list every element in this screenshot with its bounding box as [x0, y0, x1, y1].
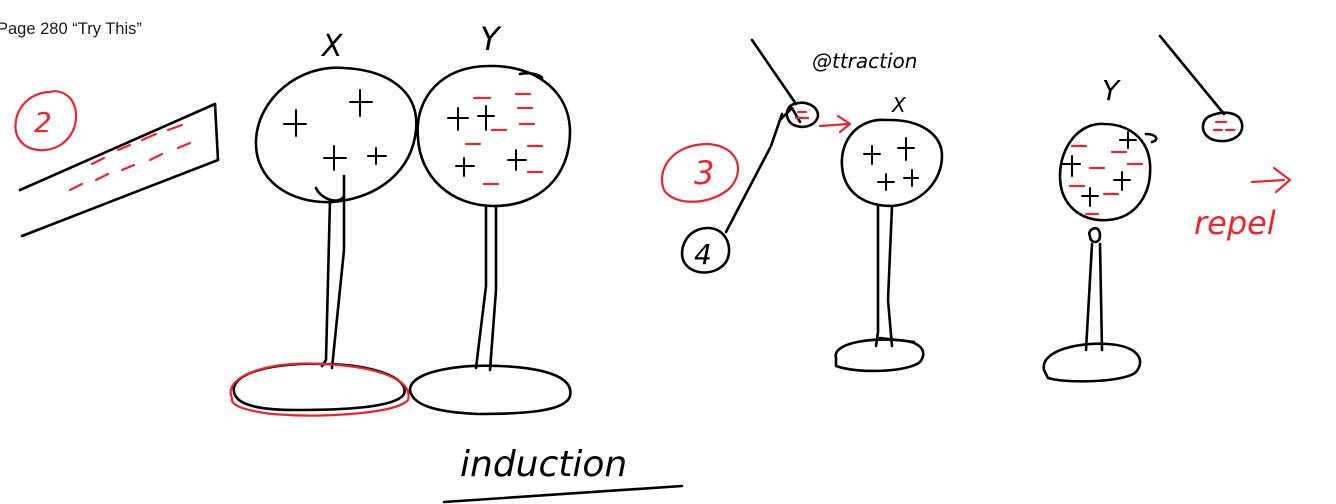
pith-ball-attract: @ttraction: [750, 38, 917, 134]
step-three-label: 3: [694, 154, 714, 192]
charged-rod: [18, 102, 220, 238]
sphere-y-middle-negative-charges: [464, 92, 544, 186]
sphere-y-right: Y: [1042, 74, 1158, 383]
sphere-x-right: X: [834, 93, 944, 373]
step-two-label: 2: [34, 106, 52, 139]
sphere-y-middle: Y: [408, 20, 572, 416]
sphere-x-right-positive-charges: [863, 137, 919, 191]
stand-x-right: [834, 204, 925, 373]
sphere-y-middle-positive-charges: [447, 105, 527, 177]
rod-negative-charges: [68, 123, 192, 192]
step-two-marker: 2: [14, 90, 78, 152]
pith-ball-repel: repel: [1158, 34, 1292, 242]
repel-caption: repel: [1194, 204, 1276, 242]
step-four-label: 4: [694, 238, 712, 271]
sphere-x-left-label: X: [320, 29, 344, 64]
sphere-x-left: X: [229, 29, 418, 417]
sphere-y-right-label: Y: [1102, 74, 1121, 107]
stand-y-middle: [408, 204, 572, 416]
step-three-marker: 3: [660, 142, 740, 203]
induction-caption: induction: [442, 444, 684, 504]
sphere-y-right-negative-charges: [1068, 144, 1144, 216]
sphere-y-right-positive-charges: [1061, 131, 1137, 207]
stand-x-left: [229, 174, 410, 417]
sphere-x-right-label: X: [891, 93, 907, 117]
induction-caption-text: induction: [460, 444, 627, 485]
sphere-y-middle-label: Y: [480, 20, 502, 58]
page-header-title: Page 280 “Try This”: [0, 20, 142, 38]
attraction-note: @ttraction: [812, 49, 917, 73]
stand-y-right: [1042, 226, 1142, 383]
sphere-x-left-positive-charges: [283, 89, 387, 171]
